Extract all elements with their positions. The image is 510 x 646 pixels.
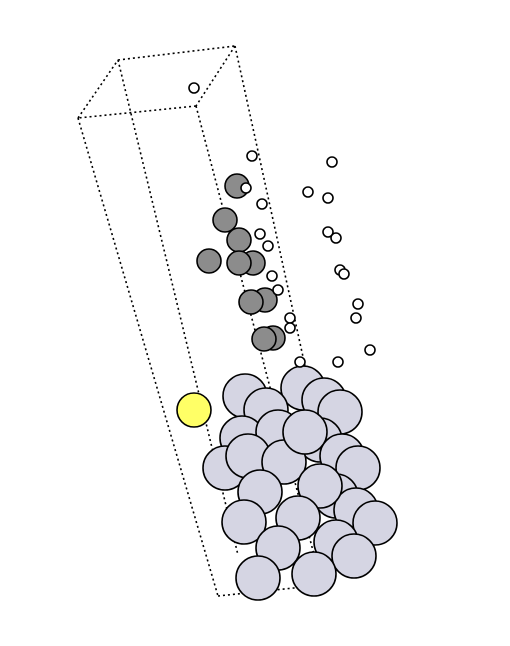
- slab-atom: [297, 463, 343, 509]
- slab-atom: [331, 533, 377, 579]
- small-atom: [246, 150, 258, 162]
- small-atom: [322, 226, 334, 238]
- small-atom: [254, 228, 266, 240]
- small-atom: [284, 322, 296, 334]
- small-atom: [330, 232, 342, 244]
- slab-atom: [235, 555, 281, 601]
- cell-edge: [195, 45, 236, 107]
- small-atom: [352, 298, 364, 310]
- slab-atom: [282, 409, 328, 455]
- small-atom: [364, 344, 376, 356]
- chain-atom: [212, 207, 238, 233]
- small-atom: [284, 312, 296, 324]
- small-atom: [240, 182, 252, 194]
- small-atom: [256, 198, 268, 210]
- small-atom: [326, 156, 338, 168]
- slab-atom: [291, 551, 337, 597]
- chain-atom: [226, 227, 252, 253]
- slab-atom: [352, 500, 398, 546]
- small-atom: [262, 240, 274, 252]
- cell-edge: [77, 59, 119, 119]
- small-atom: [332, 356, 344, 368]
- adsorbate-atom: [176, 392, 212, 428]
- small-atom: [350, 312, 362, 324]
- atoms-layer: [176, 82, 398, 601]
- small-atom: [188, 82, 200, 94]
- small-atom: [302, 186, 314, 198]
- slab-atom: [221, 499, 267, 545]
- chain-atom: [251, 326, 277, 352]
- simulation-cell-box: [77, 45, 336, 597]
- small-atom: [338, 268, 350, 280]
- small-atom: [322, 192, 334, 204]
- chain-atom: [226, 250, 252, 276]
- small-atom: [266, 270, 278, 282]
- small-atom: [294, 356, 306, 368]
- chain-atom: [196, 248, 222, 274]
- cell-edge: [77, 117, 219, 597]
- chain-atom: [238, 289, 264, 315]
- small-atom: [272, 284, 284, 296]
